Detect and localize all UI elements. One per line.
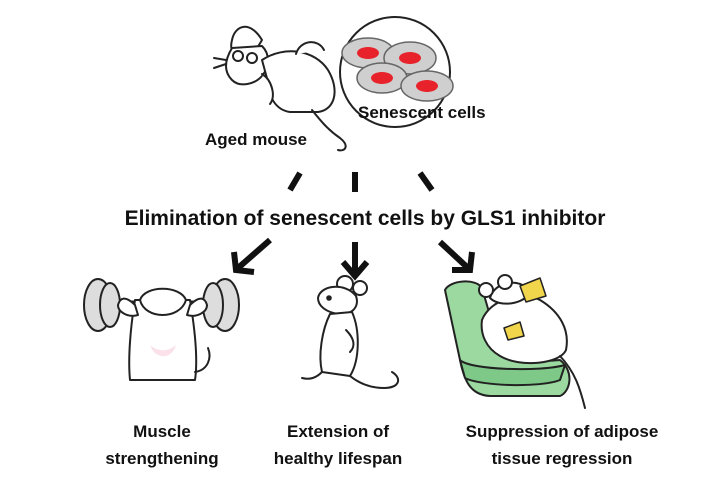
arrow-center (340, 242, 370, 281)
lifespan-mouse-illustration (301, 275, 400, 389)
arrow-left (231, 237, 272, 275)
outcome-muscle-line2: strengthening (105, 449, 218, 468)
headline: Elimination of senescent cells by GLS1 i… (125, 207, 606, 230)
outcome-arrows (231, 237, 475, 281)
adipose-mouse-illustration (444, 274, 586, 409)
outcome-adipose-line2: tissue regression (492, 449, 633, 468)
arrow-right (437, 239, 475, 273)
outcome-adipose-line1: Suppression of adipose (466, 422, 659, 441)
aged-mouse-illustration (213, 25, 347, 152)
outcome-lifespan-line2: healthy lifespan (274, 449, 402, 468)
outcome-muscle-line1: Muscle (133, 422, 191, 441)
senescent-cells-label: Senescent cells (358, 103, 486, 122)
cheese-icon (503, 277, 547, 341)
outcome-lifespan-line1: Extension of (287, 422, 389, 441)
muscle-mouse-illustration (83, 278, 240, 381)
senescent-cells-illustration (339, 16, 454, 128)
top-dashes (287, 171, 435, 192)
aged-mouse-label: Aged mouse (205, 130, 307, 149)
